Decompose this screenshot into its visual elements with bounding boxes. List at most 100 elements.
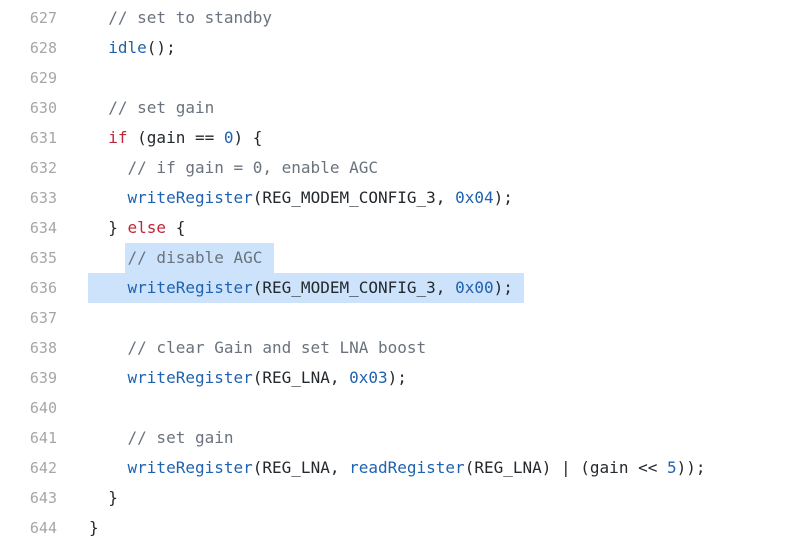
code-token-text: (REG_LNA,: [252, 458, 350, 477]
code-line[interactable]: 639 writeRegister(REG_LNA, 0x03);: [0, 363, 805, 393]
code-token-text: {: [166, 218, 186, 237]
code-line[interactable]: 640: [0, 393, 805, 423]
code-token-text: (REG_LNA) | (gain <<: [464, 458, 667, 477]
code-line[interactable]: 636 writeRegister(REG_MODEM_CONFIG_3, 0x…: [0, 273, 805, 303]
code-token-comment: // set gain: [108, 98, 215, 117]
line-number[interactable]: 634: [29, 219, 57, 237]
code-content: } else {: [89, 213, 185, 243]
code-content: writeRegister(REG_MODEM_CONFIG_3, 0x04);: [89, 183, 513, 213]
indent: [89, 218, 108, 237]
code-token-comment: // set gain: [127, 428, 234, 447]
code-token-number: 0x03: [349, 368, 388, 387]
code-content: // disable AGC: [89, 243, 263, 273]
code-line[interactable]: 632 // if gain = 0, enable AGC: [0, 153, 805, 183]
code-content: if (gain == 0) {: [89, 123, 262, 153]
line-number[interactable]: 628: [29, 39, 57, 57]
indent: [89, 488, 108, 507]
code-content: writeRegister(REG_LNA, readRegister(REG_…: [89, 453, 706, 483]
line-number[interactable]: 630: [29, 99, 57, 117]
indent: [89, 38, 108, 57]
code-token-comment: // if gain = 0, enable AGC: [127, 158, 378, 177]
code-token-text: (REG_MODEM_CONFIG_3,: [252, 278, 456, 297]
code-line[interactable]: 635 // disable AGC: [0, 243, 805, 273]
code-token-func: writeRegister: [127, 458, 253, 477]
line-number[interactable]: 638: [29, 339, 57, 357]
code-token-keyword: if: [108, 128, 128, 147]
text-selection-highlight: [88, 273, 524, 303]
indent: [89, 248, 128, 267]
text-selection-highlight: [125, 243, 274, 273]
line-number[interactable]: 643: [29, 489, 57, 507]
code-line[interactable]: 631 if (gain == 0) {: [0, 123, 805, 153]
line-number[interactable]: 631: [29, 129, 57, 147]
code-token-comment: // disable AGC: [127, 248, 263, 267]
code-token-text: }: [108, 488, 118, 507]
code-line[interactable]: 637: [0, 303, 805, 333]
indent: [89, 98, 108, 117]
line-number[interactable]: 636: [29, 279, 57, 297]
code-token-func: writeRegister: [127, 188, 253, 207]
line-number[interactable]: 642: [29, 459, 57, 477]
code-line[interactable]: 644}: [0, 513, 805, 543]
code-token-func: readRegister: [349, 458, 465, 477]
code-line[interactable]: 643 }: [0, 483, 805, 513]
code-token-text: (REG_MODEM_CONFIG_3,: [252, 188, 456, 207]
code-token-text: (gain ==: [127, 128, 224, 147]
indent: [89, 8, 108, 27]
code-content: // set gain: [89, 93, 214, 123]
code-token-func: writeRegister: [127, 368, 253, 387]
code-token-number: 5: [666, 458, 677, 477]
code-line[interactable]: 638 // clear Gain and set LNA boost: [0, 333, 805, 363]
indent: [89, 188, 128, 207]
code-token-func: writeRegister: [127, 278, 253, 297]
code-line[interactable]: 630 // set gain: [0, 93, 805, 123]
code-token-number: 0: [223, 128, 234, 147]
indent: [89, 158, 128, 177]
line-number[interactable]: 635: [29, 249, 57, 267]
code-line[interactable]: 634 } else {: [0, 213, 805, 243]
line-number[interactable]: 644: [29, 519, 57, 537]
line-number[interactable]: 633: [29, 189, 57, 207]
code-token-text: }: [108, 218, 128, 237]
code-token-number: 0x00: [455, 278, 494, 297]
indent: [89, 458, 128, 477]
indent: [89, 128, 108, 147]
code-content: // if gain = 0, enable AGC: [89, 153, 378, 183]
line-number[interactable]: 640: [29, 399, 57, 417]
code-content: }: [89, 483, 118, 513]
code-line[interactable]: 641 // set gain: [0, 423, 805, 453]
indent: [89, 338, 128, 357]
code-token-comment: // clear Gain and set LNA boost: [127, 338, 427, 357]
code-content: writeRegister(REG_LNA, 0x03);: [89, 363, 407, 393]
code-token-number: 0x04: [455, 188, 494, 207]
code-content: writeRegister(REG_MODEM_CONFIG_3, 0x00);: [89, 273, 513, 303]
line-number[interactable]: 639: [29, 369, 57, 387]
indent: [89, 368, 128, 387]
code-line[interactable]: 633 writeRegister(REG_MODEM_CONFIG_3, 0x…: [0, 183, 805, 213]
code-token-text: ();: [146, 38, 176, 57]
line-number[interactable]: 632: [29, 159, 57, 177]
code-content: idle();: [89, 33, 176, 63]
line-number[interactable]: 629: [29, 69, 57, 87]
line-number[interactable]: 627: [29, 9, 57, 27]
code-content: // clear Gain and set LNA boost: [89, 333, 427, 363]
indent: [89, 428, 128, 447]
code-token-text: (REG_LNA,: [252, 368, 350, 387]
code-content: // set gain: [89, 423, 234, 453]
indent: [89, 278, 128, 297]
code-token-text: );: [493, 188, 513, 207]
code-line[interactable]: 629: [0, 63, 805, 93]
code-content: // set to standby: [89, 3, 272, 33]
line-number[interactable]: 641: [29, 429, 57, 447]
code-line[interactable]: 627 // set to standby: [0, 3, 805, 33]
code-line[interactable]: 628 idle();: [0, 33, 805, 63]
code-token-text: ) {: [233, 128, 263, 147]
code-token-text: }: [89, 518, 99, 537]
code-token-keyword: else: [127, 218, 167, 237]
line-number[interactable]: 637: [29, 309, 57, 327]
code-line[interactable]: 642 writeRegister(REG_LNA, readRegister(…: [0, 453, 805, 483]
code-token-text: ));: [676, 458, 706, 477]
code-token-text: );: [493, 278, 513, 297]
code-token-comment: // set to standby: [108, 8, 273, 27]
